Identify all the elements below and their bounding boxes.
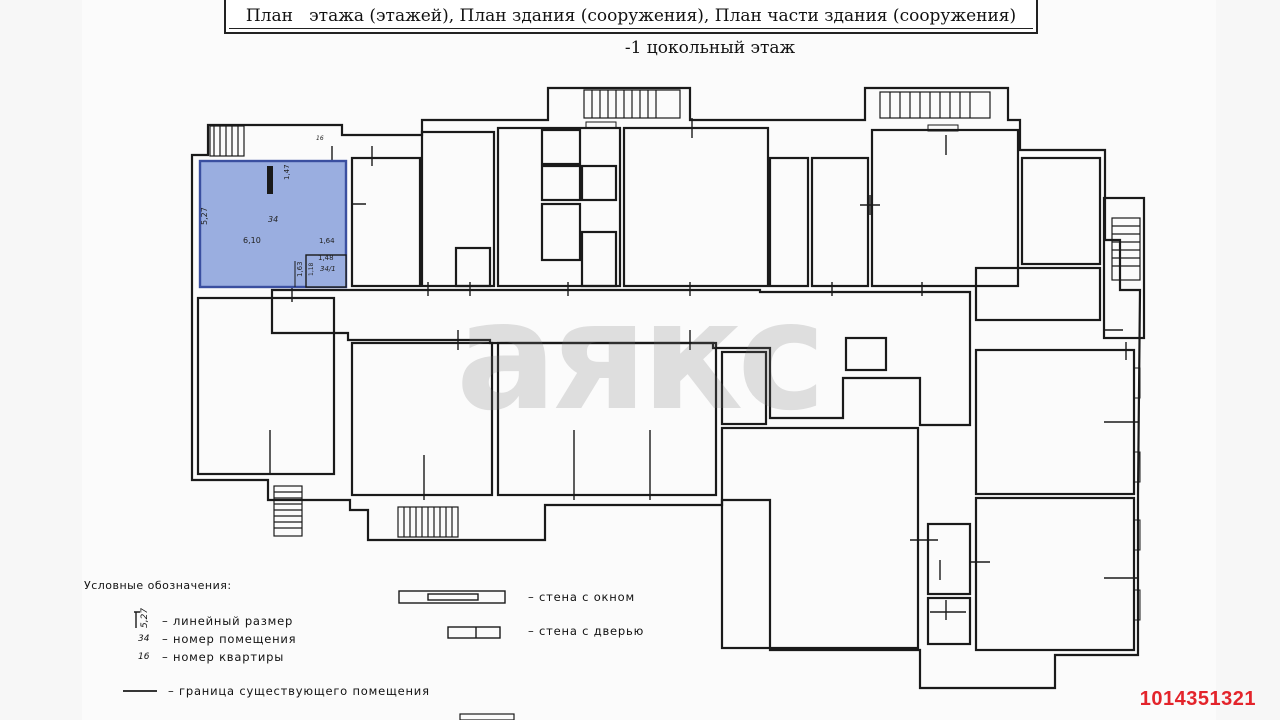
cell-e <box>580 230 618 288</box>
room-top-9 <box>1020 156 1102 266</box>
stairs-top-2 <box>879 91 991 119</box>
dim-inner-2: 1,64 <box>319 237 335 245</box>
room-top-3 <box>420 130 496 288</box>
legend-wall-door: – стена с дверью <box>528 624 645 638</box>
room-bot-1 <box>350 341 494 497</box>
subroom-number: 34/1 <box>320 265 336 273</box>
room-number-34: 34 <box>268 215 278 224</box>
room-top-2 <box>350 156 422 288</box>
dim-width: 6,10 <box>243 236 261 245</box>
legend-door-wall <box>447 626 501 639</box>
dim-small-h: 1,63 <box>296 261 304 277</box>
room-right-4 <box>1102 196 1146 340</box>
plan-title-text: План этажа (этажей), План здания (сооруж… <box>245 6 1017 26</box>
dim-small-2: 1,18 <box>308 262 315 276</box>
legend-linear-size: – линейный размер <box>162 614 294 628</box>
room-top-7 <box>810 156 870 288</box>
room-bot-5 <box>844 336 888 372</box>
room-right-1 <box>974 266 1102 322</box>
legend-apartment-number: – номер квартиры <box>162 650 285 664</box>
window-marks <box>585 121 1141 621</box>
right-margin <box>1216 0 1280 720</box>
stairs-top-1 <box>583 89 681 119</box>
legend-boundary: – граница существующего помещения <box>168 684 430 698</box>
stairs-bottom <box>273 217 1141 720</box>
room-right-3 <box>974 496 1136 652</box>
corridor <box>270 288 972 427</box>
legend-window-wall <box>398 590 506 604</box>
plan-sheet <box>82 0 1216 720</box>
legend-dimension-mark <box>134 611 140 628</box>
room-left-big <box>196 296 336 476</box>
door-marks <box>269 118 1138 620</box>
outer-wall <box>190 86 1142 690</box>
room-bot-2 <box>496 341 718 497</box>
cell-b <box>540 164 582 202</box>
floor-label: -1 цокольный этаж <box>624 38 796 58</box>
left-margin <box>0 0 82 720</box>
cell-d <box>540 202 582 262</box>
dim-small-w: 1,48 <box>318 254 334 262</box>
legend-room-number-symbol: 34 <box>138 634 150 644</box>
room-bot-3 <box>720 350 768 426</box>
dim-height: 5,27 <box>200 207 209 225</box>
room-top-8 <box>870 128 1020 288</box>
stairs-left <box>209 125 245 157</box>
watermark: аякс <box>455 270 826 444</box>
legend-symbols <box>123 590 506 692</box>
legend-wall-window: – стена с окном <box>528 590 635 604</box>
room-bot-4 <box>720 426 920 650</box>
legend-room-number: – номер помещения <box>162 632 297 646</box>
cell-c <box>580 164 618 202</box>
plan-title: План этажа (этажей), План здания (сооруж… <box>224 0 1038 34</box>
room-top-5 <box>622 126 770 288</box>
room-top-4 <box>496 126 622 288</box>
highlighted-subroom <box>305 254 347 288</box>
cell-g <box>926 522 972 596</box>
cell-f <box>454 246 492 288</box>
legend-title: Условные обозначения: <box>84 579 232 592</box>
legend-linear-size-symbol: 5,27 <box>140 607 150 628</box>
listing-id: 1014351321 <box>1139 688 1256 710</box>
dim-inner-1: 1,47 <box>283 164 291 180</box>
legend-apartment-number-symbol: 16 <box>138 652 150 662</box>
room-top-6 <box>768 156 810 288</box>
cell-h <box>926 596 972 646</box>
apartment-number: 16 <box>316 135 324 142</box>
cell-a <box>540 128 582 166</box>
